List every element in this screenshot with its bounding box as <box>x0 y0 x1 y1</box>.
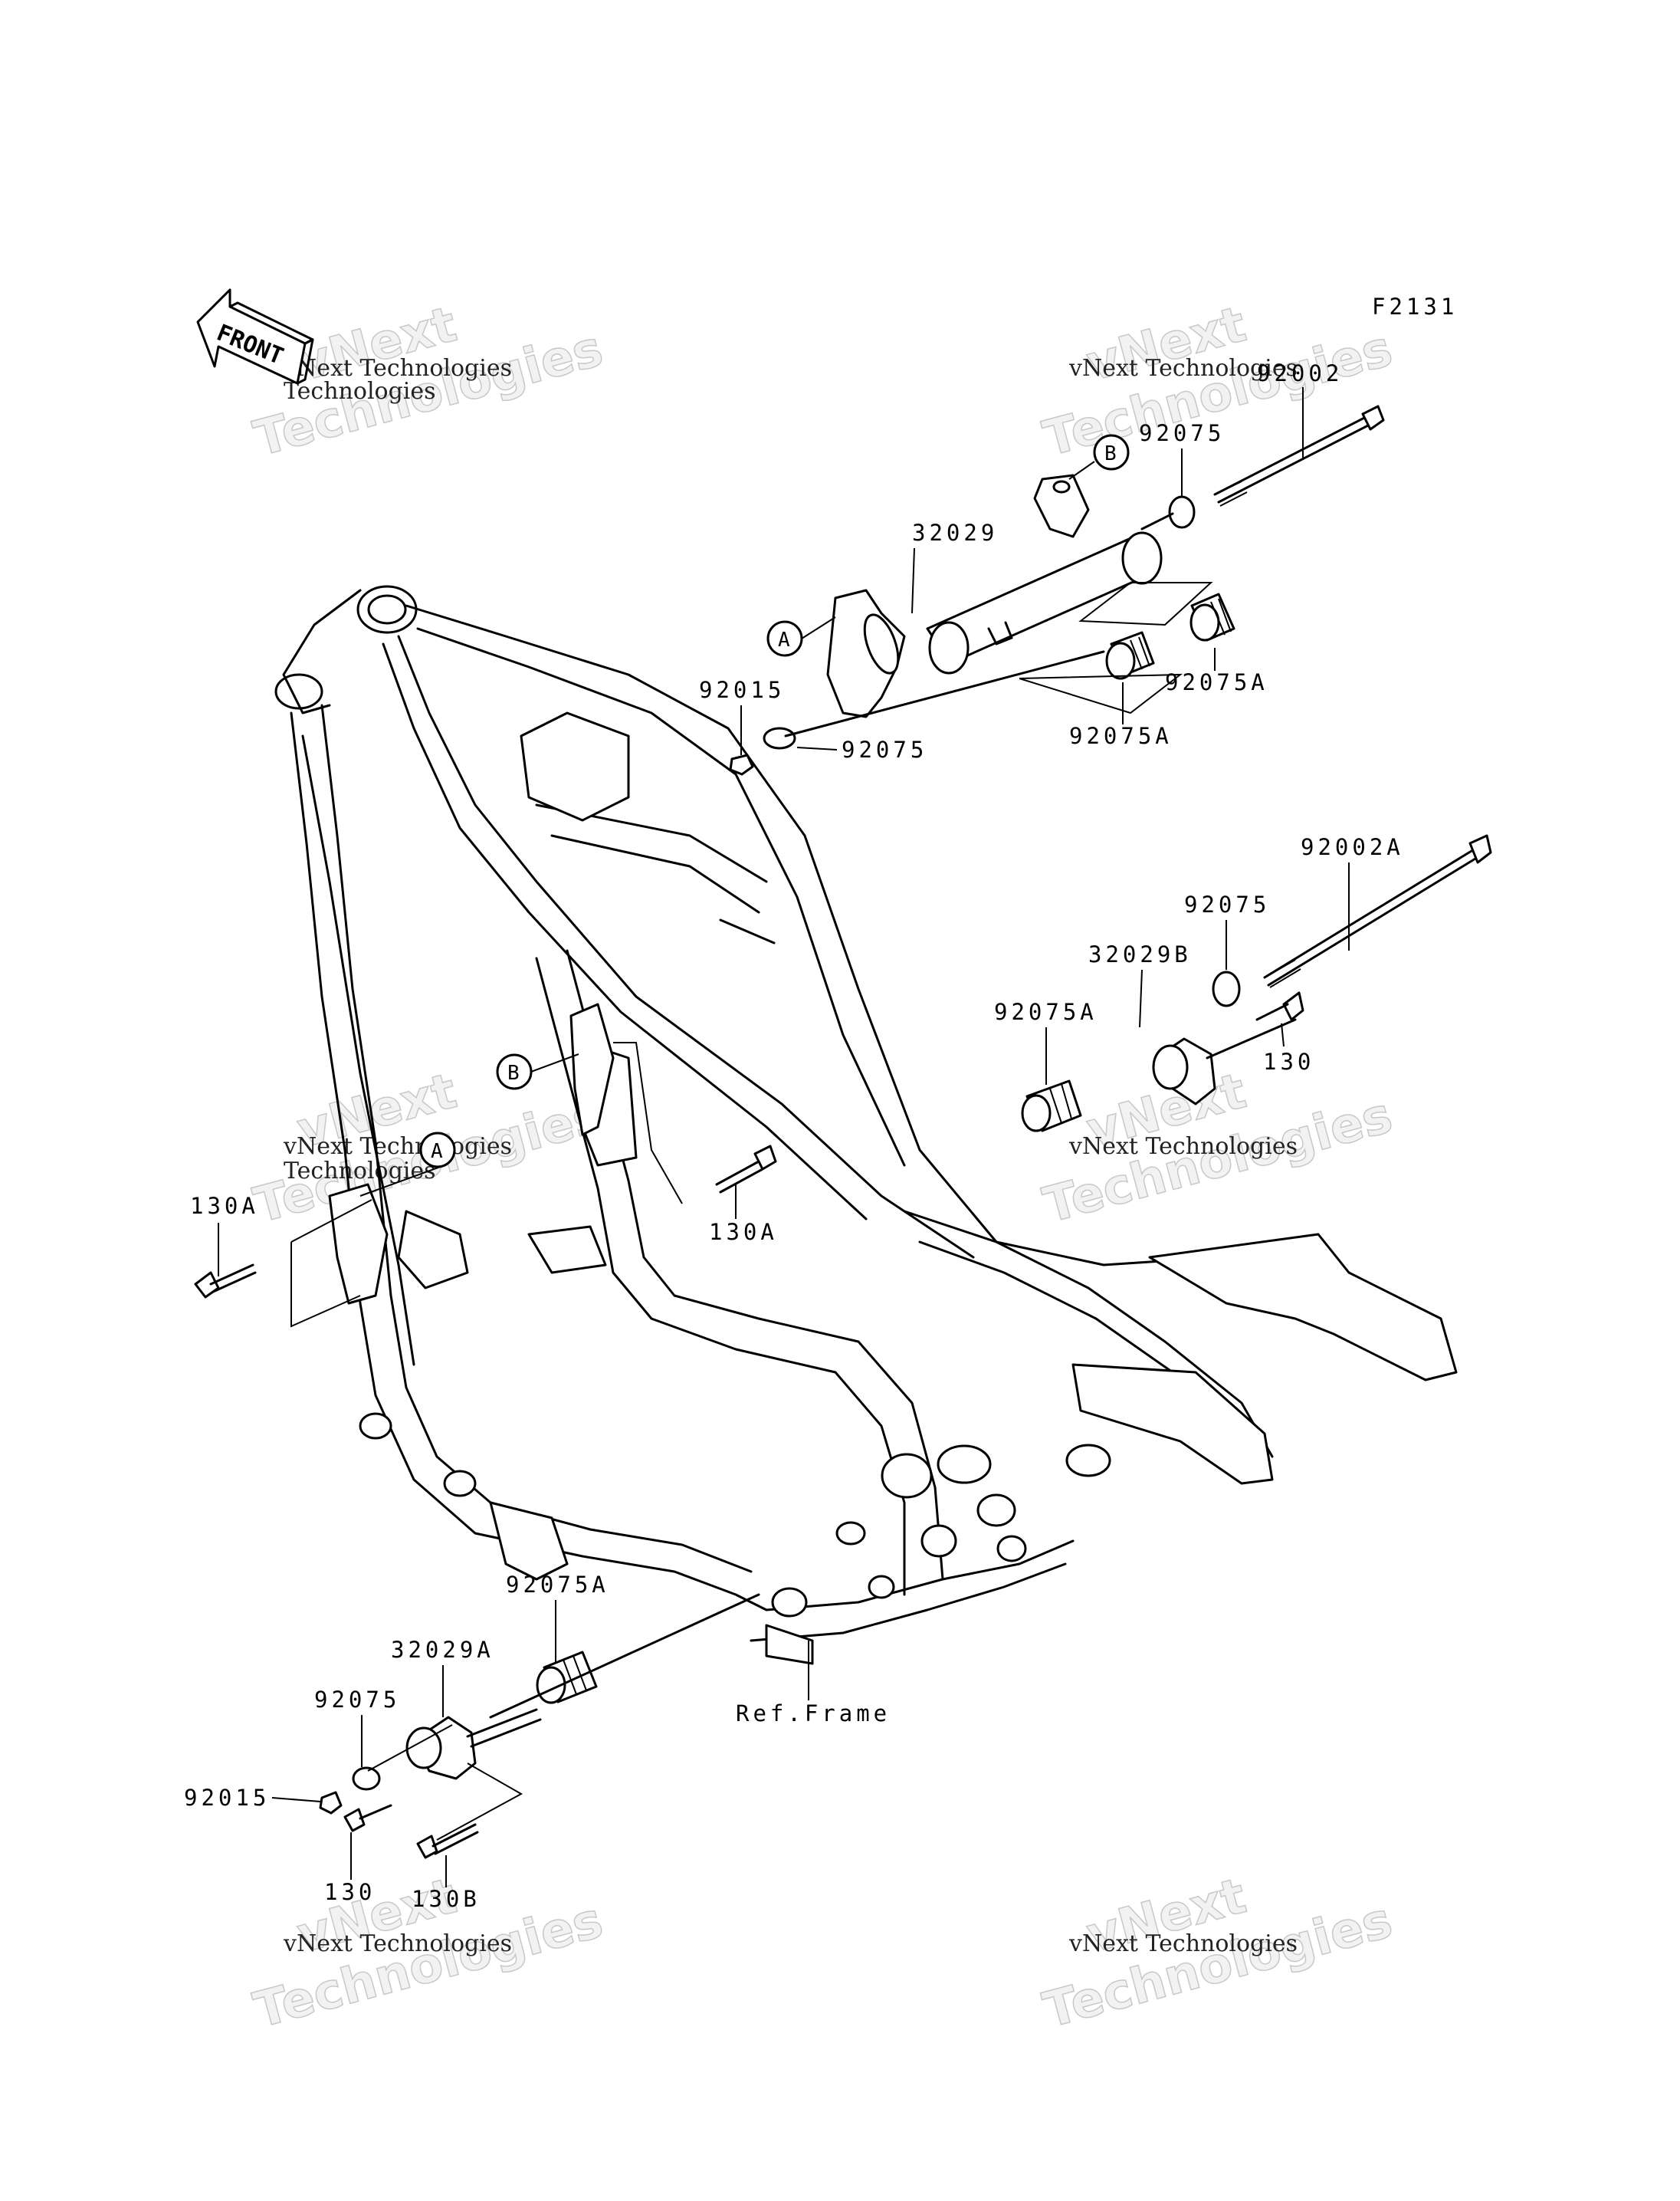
label-ref-frame: Ref.Frame <box>736 1700 891 1726</box>
front-engine-bracket-32029 <box>826 474 1163 718</box>
rear-bracket <box>1148 1233 1458 1381</box>
label-92002: 92002 <box>1257 360 1343 386</box>
watermark-caption-top-left: vNext Technologies <box>283 355 512 382</box>
label-92075A-left: 92075A <box>1069 723 1173 749</box>
steering-head <box>356 585 418 634</box>
label-130A-left: 130A <box>190 1193 259 1219</box>
label-92075A-right: 92075A <box>1165 669 1268 695</box>
bolt-92002A <box>1263 834 1492 988</box>
washer-92075-mid <box>763 727 796 750</box>
label-92075-mid: 92075 <box>842 737 927 763</box>
label-92015-top: 92015 <box>699 677 785 703</box>
watermark-mid-left: vNext Technologies <box>248 1063 609 1235</box>
label-92075-right: 92075 <box>1184 892 1270 918</box>
bushing-92075A-left <box>1105 631 1155 680</box>
svg-text:A: A <box>431 1140 443 1163</box>
label-32029B: 32029B <box>1088 941 1192 967</box>
watermark-caption-mid-left-2: Technologies <box>284 1158 436 1184</box>
watermark-caption-bottom-left: vNext Technologies <box>283 1930 512 1957</box>
svg-text:B: B <box>1104 442 1117 465</box>
motorcycle-frame <box>274 585 1458 1665</box>
label-92015-bottom: 92015 <box>184 1785 270 1811</box>
bolt-130-bottom <box>343 1804 392 1832</box>
bushing-92075A-bottom <box>536 1651 598 1704</box>
nut-92015-bottom <box>319 1791 343 1815</box>
watermark-caption-mid-left: vNext Technologies <box>283 1133 512 1160</box>
bracket-32029A <box>405 1708 542 1780</box>
figure-code: F2131 <box>1372 294 1458 320</box>
watermark-caption-top-left-2: Technologies <box>284 378 436 405</box>
washer-92075-bottom <box>352 1766 381 1791</box>
watermark-caption-mid-right: vNext Technologies <box>1068 1133 1298 1160</box>
label-130-bottom: 130 <box>324 1879 376 1905</box>
svg-text:A: A <box>778 629 790 652</box>
bolt-130A-left <box>194 1263 257 1299</box>
bolt-130B <box>416 1823 479 1859</box>
callout-B-mid: B <box>496 1053 579 1090</box>
label-130A-center: 130A <box>709 1219 778 1245</box>
label-130B: 130B <box>412 1886 481 1912</box>
svg-text:B: B <box>507 1062 520 1085</box>
bracket-32029B <box>1152 971 1304 1105</box>
label-92002A: 92002A <box>1301 834 1404 860</box>
watermark-caption-bottom-right: vNext Technologies <box>1068 1930 1298 1957</box>
callout-A-top: A <box>766 616 836 657</box>
washer-92075-right <box>1212 971 1241 1007</box>
leader-line-bottom <box>489 1593 760 1719</box>
label-92075-top: 92075 <box>1139 420 1225 446</box>
washer-92075-top <box>1168 495 1196 529</box>
callout-A-mid: A <box>359 1132 456 1197</box>
label-130-right: 130 <box>1263 1049 1314 1075</box>
bolt-92002 <box>1213 405 1385 507</box>
label-32029A: 32029A <box>391 1637 494 1663</box>
watermark-caption-top-right: vNext Technologies <box>1068 355 1298 382</box>
label-92075A-b: 92075A <box>994 999 1098 1025</box>
bushing-92075A-right <box>1189 593 1235 642</box>
label-92075-bottom: 92075 <box>314 1687 400 1713</box>
callout-B-top: B <box>1068 434 1130 480</box>
label-32029: 32029 <box>912 520 998 546</box>
label-92075A-bottom: 92075A <box>506 1572 609 1598</box>
nut-92015-top <box>729 754 754 776</box>
leader-line <box>784 650 1105 737</box>
bracket-plate-b <box>569 1003 615 1136</box>
bushing-92075A-b <box>1021 1079 1082 1132</box>
bolt-130-right <box>1282 991 1304 1021</box>
bolt-130A-center <box>715 1145 777 1194</box>
